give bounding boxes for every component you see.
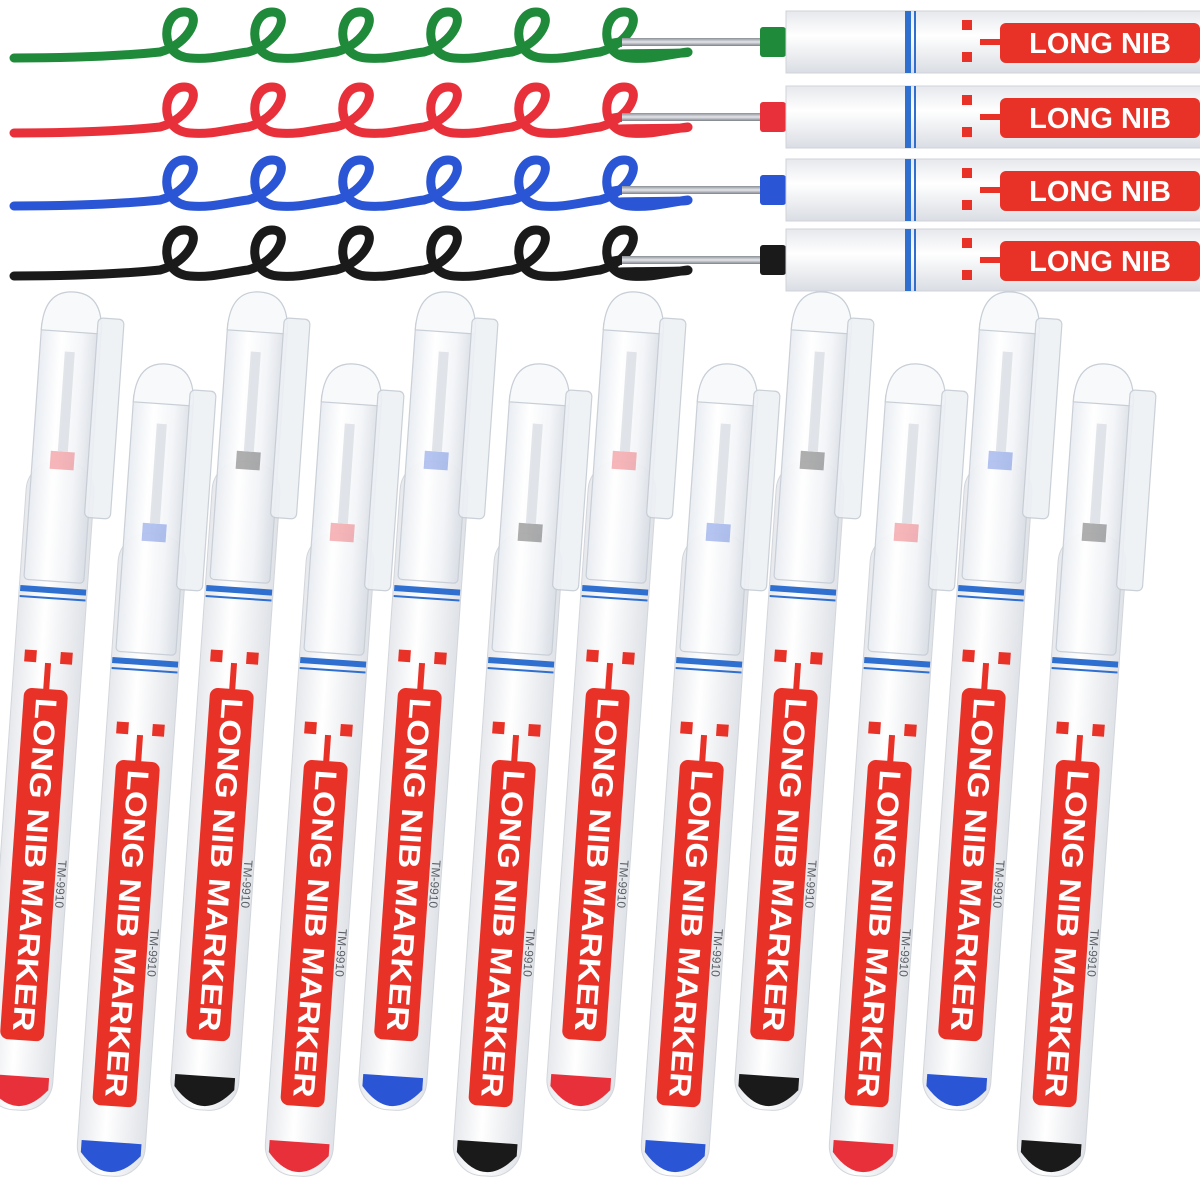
horizontal-marker-label: LONG NIB <box>1029 246 1171 278</box>
horizontal-marker-blue: LONG NIB <box>604 158 1200 222</box>
horizontal-marker-green: LONG NIB <box>604 10 1200 74</box>
ink-swatch-blue <box>9 155 693 211</box>
marker-model-code: TM-9910 <box>990 860 1007 909</box>
marker-model-code: TM-9910 <box>426 860 443 909</box>
marker-model-code: TM-9910 <box>614 860 631 909</box>
marker-model-code: TM-9910 <box>520 928 537 977</box>
marker-model-code: TM-9910 <box>144 928 161 977</box>
ink-swatch-green <box>9 7 693 63</box>
marker-model-code: TM-9910 <box>52 860 69 909</box>
horizontal-marker-group: LONG NIB LONG NIB LONG NIB LONG NIB <box>604 10 1200 292</box>
horizontal-marker-label: LONG NIB <box>1029 28 1171 60</box>
marker-model-code: TM-9910 <box>332 928 349 977</box>
marker-model-code: TM-9910 <box>1084 928 1101 977</box>
horizontal-marker-label: LONG NIB <box>1029 103 1171 135</box>
marker-model-code: TM-9910 <box>896 928 913 977</box>
marker-model-code: TM-9910 <box>802 860 819 909</box>
horizontal-marker-label: LONG NIB <box>1029 176 1171 208</box>
ink-swatch-black <box>9 225 693 281</box>
ink-swatch-group <box>9 7 693 281</box>
marker-model-code: TM-9910 <box>708 928 725 977</box>
marker-model-code: TM-9910 <box>238 860 255 909</box>
horizontal-marker-red: LONG NIB <box>604 85 1200 149</box>
horizontal-marker-black: LONG NIB <box>604 228 1200 292</box>
ink-swatch-red <box>9 82 693 138</box>
